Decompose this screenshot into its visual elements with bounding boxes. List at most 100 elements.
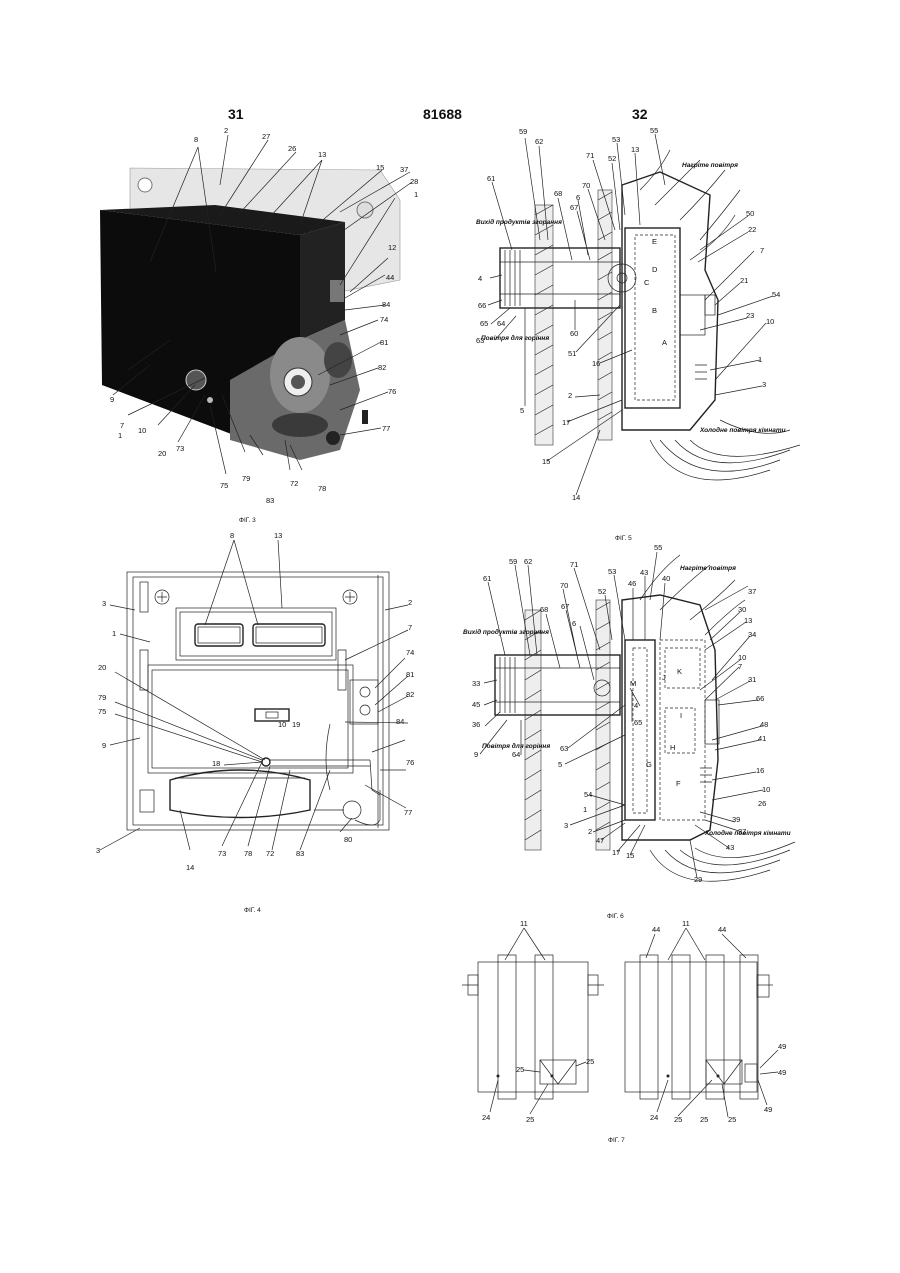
fig6-exhaust-label: Вихід продуктів згорання <box>463 628 549 636</box>
fig7-label: 25 <box>674 1115 682 1124</box>
fig5-label: 54 <box>772 290 780 299</box>
fig5-zone: A <box>662 338 667 347</box>
fig6-label: 34 <box>748 630 756 639</box>
fig3-label: 78 <box>318 484 326 493</box>
fig5-label: 7 <box>760 246 764 255</box>
fig6-label: 46 <box>628 579 636 588</box>
fig4-label: 73 <box>218 849 226 858</box>
fig5-label: 14 <box>572 493 580 502</box>
fig6-label: 31 <box>748 675 756 684</box>
fig4-label: 77 <box>404 808 412 817</box>
fig3-label: 83 <box>266 496 274 505</box>
fig4-label: 7 <box>408 623 412 632</box>
fig3-label: 27 <box>262 132 270 141</box>
fig5-label: 52 <box>608 154 616 163</box>
fig3-label: 10 <box>138 426 146 435</box>
fig3-caption: ФІГ. 3 <box>239 517 256 524</box>
fig5-combustion-air-label: Повітря для горіння <box>481 334 549 342</box>
fig4-label: 80 <box>344 835 352 844</box>
fig6-label: 37 <box>748 587 756 596</box>
fig4-label: 76 <box>406 758 414 767</box>
fig5-label: 64 <box>497 319 505 328</box>
fig5-label: 1 <box>758 355 762 364</box>
fig5-label: 70 <box>582 181 590 190</box>
fig6-label: 13 <box>744 616 752 625</box>
fig5-label: 51 <box>568 349 576 358</box>
fig6-label: 1 <box>583 805 587 814</box>
fig3-label: 79 <box>242 474 250 483</box>
fig5-label: 61 <box>487 174 495 183</box>
fig3-label: 15 <box>376 163 384 172</box>
fig6-label: 40 <box>662 574 670 583</box>
fig3-label: 81 <box>380 338 388 347</box>
fig4-label: 19 <box>292 720 300 729</box>
fig6-label: 48 <box>760 720 768 729</box>
fig5-label: 5 <box>520 406 524 415</box>
fig3-label: 44 <box>386 273 394 282</box>
fig6-zone: I <box>680 711 682 720</box>
fig6-label: 10 <box>762 785 770 794</box>
fig5-label: 66 <box>478 301 486 310</box>
figure-7 <box>462 928 778 1117</box>
fig6-label: 59 <box>509 557 517 566</box>
fig3-label: 73 <box>176 444 184 453</box>
fig3-label: 7 <box>120 421 124 430</box>
fig6-label: 33 <box>472 679 480 688</box>
fig7-caption: ФІГ. 7 <box>608 1137 625 1144</box>
fig5-zone: B <box>652 306 657 315</box>
fig6-label: 39 <box>732 815 740 824</box>
fig5-label: 59 <box>519 127 527 136</box>
fig6-label: 3 <box>564 821 568 830</box>
fig6-label: 64 <box>512 750 520 759</box>
fig6-label: 68 <box>540 605 548 614</box>
fig6-zone: K <box>677 667 682 676</box>
fig7-label: 24 <box>482 1113 490 1122</box>
fig5-label: 50 <box>746 209 754 218</box>
fig7-label: 44 <box>718 925 726 934</box>
fig5-label: 23 <box>746 311 754 320</box>
fig4-label: 75 <box>98 707 106 716</box>
fig3-label: 82 <box>378 363 386 372</box>
fig6-label: 30 <box>738 605 746 614</box>
fig7-label: 25 <box>728 1115 736 1124</box>
fig3-label: 9 <box>110 395 114 404</box>
fig6-hot-air-label: Нагріте повітря <box>680 564 736 572</box>
fig6-labels: 59 62 55 71 53 46 43 40 61 70 52 37 68 6… <box>472 543 770 920</box>
fig6-label: 26 <box>758 799 766 808</box>
fig5-label: 62 <box>535 137 543 146</box>
fig7-label: 25 <box>526 1115 534 1124</box>
fig6-label: 63 <box>560 744 568 753</box>
fig6-label: 5 <box>558 760 562 769</box>
fig4-label: 79 <box>98 693 106 702</box>
fig5-label: 68 <box>554 189 562 198</box>
fig5-label: 65 <box>480 319 488 328</box>
fig3-label: 84 <box>382 300 390 309</box>
fig6-label: 67 <box>561 602 569 611</box>
fig7-label: 11 <box>682 919 690 928</box>
fig7-label: 24 <box>650 1113 658 1122</box>
fig5-text: Нагріте повітря Вихід продуктів згорання… <box>476 161 786 434</box>
fig7-label: 25 <box>700 1115 708 1124</box>
fig6-label: 45 <box>472 700 480 709</box>
fig4-label: 8 <box>230 531 234 540</box>
fig7-label: 25 <box>586 1057 594 1066</box>
fig6-label: 10 <box>738 653 746 662</box>
fig3-label: 1 <box>118 431 122 440</box>
fig4-label: 10 <box>278 720 286 729</box>
fig6-label: 55 <box>654 543 662 552</box>
fig4-label: 81 <box>406 670 414 679</box>
fig5-zone: D <box>652 265 658 274</box>
fig6-label: 7 <box>738 662 742 671</box>
fig3-label: 2 <box>224 126 228 135</box>
fig6-label: 62 <box>524 557 532 566</box>
fig6-label: 65 <box>634 718 642 727</box>
fig6-cold-air-label: Холодне повітря кімнати <box>704 829 791 837</box>
fig6-label: 54 <box>584 790 592 799</box>
fig4-label: 84 <box>396 717 404 726</box>
fig5-caption: ФІГ. 5 <box>615 535 632 542</box>
fig6-label: 36 <box>472 720 480 729</box>
fig6-label: 16 <box>756 766 764 775</box>
fig6-label: 4 <box>634 701 638 710</box>
fig5-label: 15 <box>542 457 550 466</box>
fig3-label: 74 <box>380 315 388 324</box>
